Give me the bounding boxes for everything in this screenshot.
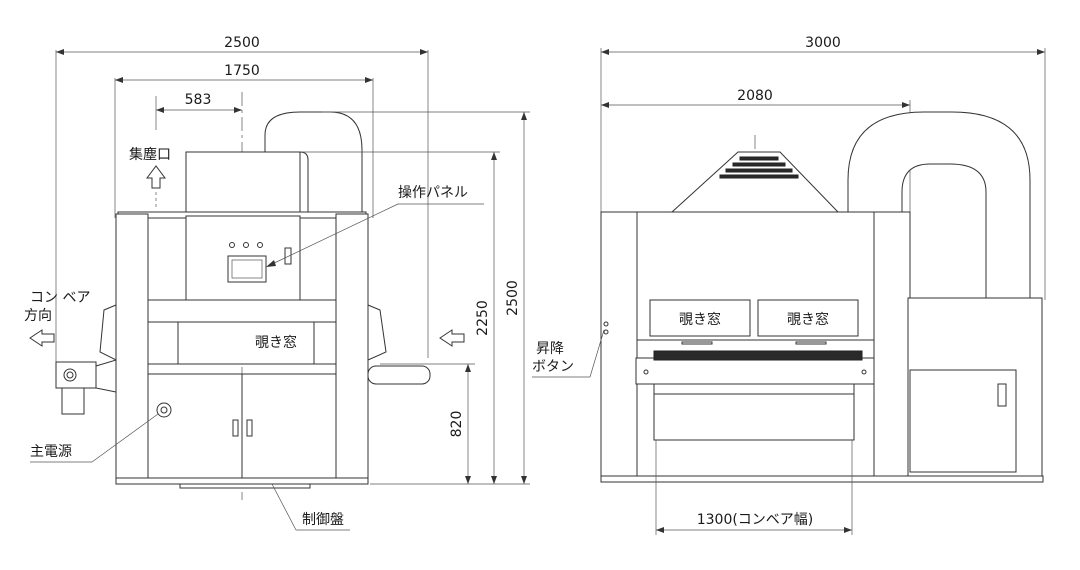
dim-front-inner-width: 1750 [114,63,374,218]
side-brush-roll [653,350,863,361]
side-window-left-label: 覗き窓 [679,311,721,328]
side-window-right [757,299,859,337]
cabinet-handle-right [246,419,253,437]
front-inspection-window-label: 覗き窓 [255,334,297,351]
panel-button-2 [243,242,249,248]
main-power-switch [156,402,172,418]
operation-panel-label: 操作パネル [398,185,468,201]
side-base [600,475,1044,483]
conveyor-out-arrow [29,329,55,347]
conveyor-direction-label-1: コン ベア [30,290,90,306]
front-beam [147,299,337,323]
control-panel-label: 制御盤 [302,512,344,528]
conveyor-direction-label-2: 方向 [24,308,52,324]
panel-button-3 [257,242,263,248]
dim-2080-label: 2080 [737,88,773,104]
lift-button-label-1: 昇降 [536,341,564,357]
dim-583-label: 583 [185,92,212,108]
dim-1300-label: 1300(コンベア幅) [697,512,814,528]
dim-2500-front-label: 2500 [224,35,260,51]
front-view: 2500 1750 583 [24,35,530,531]
front-duct [264,111,363,216]
dim-front-height-2250: 2250 [475,152,497,484]
front-right-column [335,213,369,483]
front-base [115,477,369,485]
vent-slots [719,156,799,179]
side-right-column [873,211,911,479]
side-window-left [649,299,751,337]
cabinet-handle-left [232,419,239,437]
dim-front-offset: 583 [155,92,242,130]
side-conveyor [635,357,875,385]
side-control-box [909,369,1017,473]
side-duct [847,111,1031,299]
front-right-roller [367,304,387,361]
main-power-label: 主電源 [30,444,72,460]
front-left-column [115,213,149,483]
dim-2250-label: 2250 [475,300,491,336]
front-conveyor-right [367,365,431,385]
dim-front-height-2500: 2500 [505,112,527,484]
panel-button-1 [229,242,235,248]
side-left-column [600,211,638,479]
lift-button-label-2: ボタン [532,359,574,375]
front-window-area [147,321,337,365]
dim-front-total-width: 2500 [55,35,429,368]
front-dust-hood [185,151,301,217]
dim-820-label: 820 [449,411,465,438]
side-vent-hood [670,151,840,213]
dust-outlet-label: 集塵口 [129,146,171,163]
dim-3000-label: 3000 [805,35,841,51]
dim-side-total-width: 3000 [600,35,1046,300]
dim-front-height-820: 820 [449,364,471,484]
lift-button-down [603,329,609,335]
side-view: 3000 2080 覗き窓 覗き窓 [532,35,1046,535]
lift-button-up [603,321,609,327]
dust-outlet-arrow [146,165,166,189]
side-window-right-label: 覗き窓 [787,311,829,328]
side-lower-frame [653,383,855,441]
dim-side-conveyor-width: 1300(コンベア幅) [655,440,853,535]
front-left-roller [99,304,117,361]
dim-1750-label: 1750 [224,63,260,79]
panel-handle [284,247,292,265]
front-motor-gear [61,387,85,415]
conveyor-in-arrow [439,329,465,347]
dim-2500-height-label: 2500 [505,280,521,316]
